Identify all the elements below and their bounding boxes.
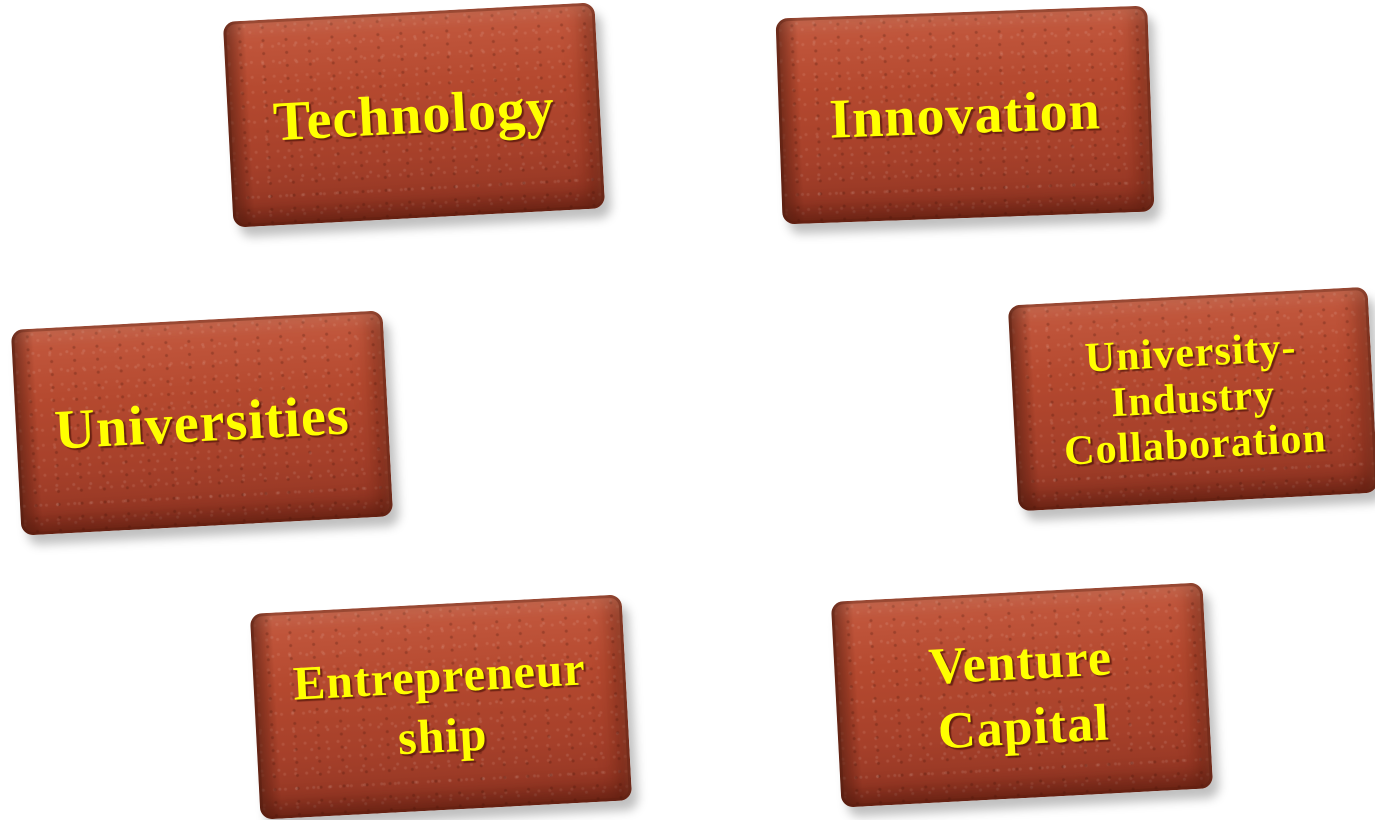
brick-technology: Technology [222, 2, 606, 228]
brick-label-university-industry-collaboration: University- Industry Collaboration [1063, 324, 1328, 475]
brick-university-industry-collaboration: University- Industry Collaboration [1007, 286, 1375, 512]
brick-venture-capital: Venture Capital [830, 582, 1214, 808]
brick-label-technology: Technology [271, 76, 557, 153]
brick-label-universities: Universities [53, 383, 351, 462]
brick-entrepreneurship: Entrepreneur ship [249, 594, 633, 820]
brick-label-innovation: Innovation [828, 78, 1102, 151]
brick-label-venture-capital: Venture Capital [927, 629, 1114, 761]
brick-label-entrepreneurship: Entrepreneur ship [291, 642, 588, 766]
brick-universities: Universities [10, 310, 394, 536]
brick-innovation: Innovation [775, 5, 1155, 225]
